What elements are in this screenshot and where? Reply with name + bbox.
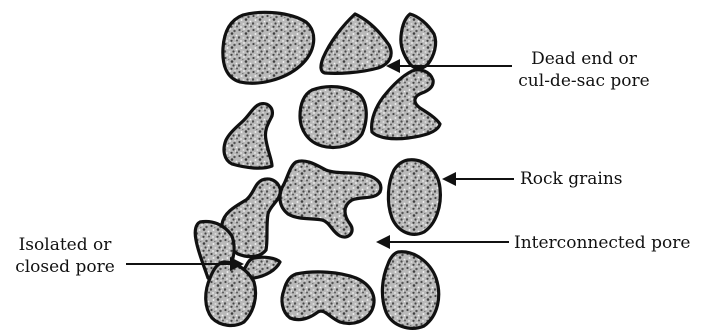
interconnected-pore-label: Interconnected pore — [514, 232, 690, 254]
isolated-pore-label-line1: Isolated or — [6, 234, 124, 256]
rock-grain — [372, 70, 440, 139]
isolated-pore-label: Isolated or closed pore — [6, 234, 124, 278]
rock-grains-label: Rock grains — [520, 168, 623, 190]
dead-end-pore-label-line2: cul-de-sac pore — [500, 70, 668, 92]
rock-grain — [280, 161, 381, 237]
rock-grain — [224, 104, 272, 169]
rock-grain — [382, 252, 438, 329]
rock-grains-label-text: Rock grains — [520, 168, 623, 190]
rock-grain — [388, 160, 440, 235]
isolated-pore-label-line2: closed pore — [6, 256, 124, 278]
dead-end-pore-label-line1: Dead end or — [500, 48, 668, 70]
rock-grain — [300, 87, 366, 148]
arrow-rock-grains — [442, 172, 514, 186]
arrow-dead-end — [386, 59, 512, 73]
interconnected-pore-label-text: Interconnected pore — [514, 232, 690, 254]
rock-grain — [206, 262, 256, 325]
rock-grain — [321, 14, 391, 73]
arrow-interconnected — [376, 235, 509, 249]
rock-grain — [401, 14, 436, 69]
rock-grain — [282, 272, 374, 324]
dead-end-pore-label: Dead end or cul-de-sac pore — [500, 48, 668, 92]
rock-grain — [223, 12, 314, 83]
